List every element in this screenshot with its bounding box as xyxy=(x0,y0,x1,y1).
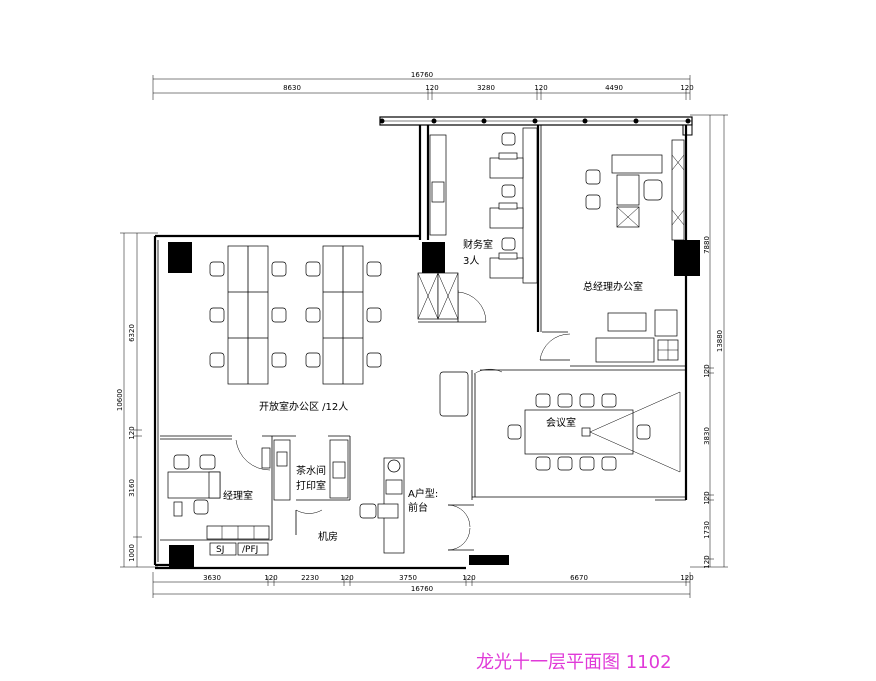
gm-office-furniture xyxy=(585,139,685,363)
bottom-seg-dim: 120 xyxy=(340,574,353,582)
unit-type-label: A户型: xyxy=(408,487,438,500)
bottom-seg-dim: 120 xyxy=(680,574,693,582)
corridor-cabinets xyxy=(417,134,459,320)
interior-walls xyxy=(160,125,686,551)
column xyxy=(674,240,700,276)
column xyxy=(168,242,192,273)
top-seg-dim: 120 xyxy=(425,84,438,92)
sj-label: SJ xyxy=(216,545,224,555)
bottom-seg-dim: 2230 xyxy=(301,574,319,582)
right-seg-dim: 120 xyxy=(703,491,711,504)
right-seg-dim: 7880 xyxy=(703,236,711,254)
reception-furniture xyxy=(359,457,405,554)
right-total-dim: 13880 xyxy=(716,330,724,352)
bottom-seg-dim: 120 xyxy=(264,574,277,582)
open-office-workstations xyxy=(209,245,382,385)
room-labels: 开放室办公区 /12人 财务室 3人 总经理办公室 会议室 茶水间 打印室 经理… xyxy=(216,238,643,555)
column xyxy=(169,545,194,567)
bottom-seg-dim: 3750 xyxy=(399,574,417,582)
finance-room-label: 财务室 xyxy=(463,238,493,251)
open-office-label: 开放室办公区 /12人 xyxy=(259,400,348,413)
top-seg-dim: 8630 xyxy=(283,84,301,92)
door-swings xyxy=(235,291,571,551)
top-seg-dim: 120 xyxy=(680,84,693,92)
top-dimension-chain: 16760 8630 120 3280 120 4490 120 xyxy=(152,71,694,100)
drawing-title: 龙光十一层平面图 1102 xyxy=(476,652,672,673)
left-seg-dim: 3160 xyxy=(128,479,136,497)
top-seg-dim: 4490 xyxy=(605,84,623,92)
column xyxy=(422,242,445,273)
left-total-dim: 10600 xyxy=(116,389,124,411)
left-seg-dim: 1000 xyxy=(128,544,136,562)
right-seg-dim: 120 xyxy=(703,364,711,377)
bottom-seg-dim: 120 xyxy=(462,574,475,582)
meeting-room-label: 会议室 xyxy=(546,416,576,429)
right-dimension-chain: 7880 120 3830 120 1730 120 13880 xyxy=(690,114,728,569)
left-seg-dim: 120 xyxy=(128,426,136,439)
bottom-total-dim: 16760 xyxy=(411,585,433,593)
bottom-seg-dim: 3630 xyxy=(203,574,221,582)
column xyxy=(469,555,509,565)
right-seg-dim: 120 xyxy=(703,555,711,568)
reception-label: 前台 xyxy=(408,501,428,514)
pantry-label: 茶水间 xyxy=(296,464,326,477)
manager-office-label: 经理室 xyxy=(223,489,253,502)
right-seg-dim: 1730 xyxy=(703,521,711,539)
finance-room-furniture xyxy=(489,127,538,284)
gm-office-label: 总经理办公室 xyxy=(583,280,643,293)
left-dimension-chain: 10600 6320 120 3160 1000 xyxy=(116,232,158,568)
bottom-dimension-chain: 3630 120 2230 120 3750 120 6670 120 1676… xyxy=(152,572,694,598)
print-room-label: 打印室 xyxy=(296,479,326,492)
outer-walls xyxy=(153,116,693,570)
right-seg-dim: 3830 xyxy=(703,427,711,445)
manager-office-furniture xyxy=(167,454,270,556)
left-seg-dim: 6320 xyxy=(128,324,136,342)
top-total-dim: 16760 xyxy=(411,71,433,79)
finance-people-label: 3人 xyxy=(463,255,479,267)
meeting-room-furniture xyxy=(439,371,681,473)
pantry-print-furniture xyxy=(261,439,349,501)
top-seg-dim: 3280 xyxy=(477,84,495,92)
pfj-label: /PFJ xyxy=(242,545,258,555)
server-room-label: 机房 xyxy=(318,530,338,543)
bottom-seg-dim: 6670 xyxy=(570,574,588,582)
top-seg-dim: 120 xyxy=(534,84,547,92)
